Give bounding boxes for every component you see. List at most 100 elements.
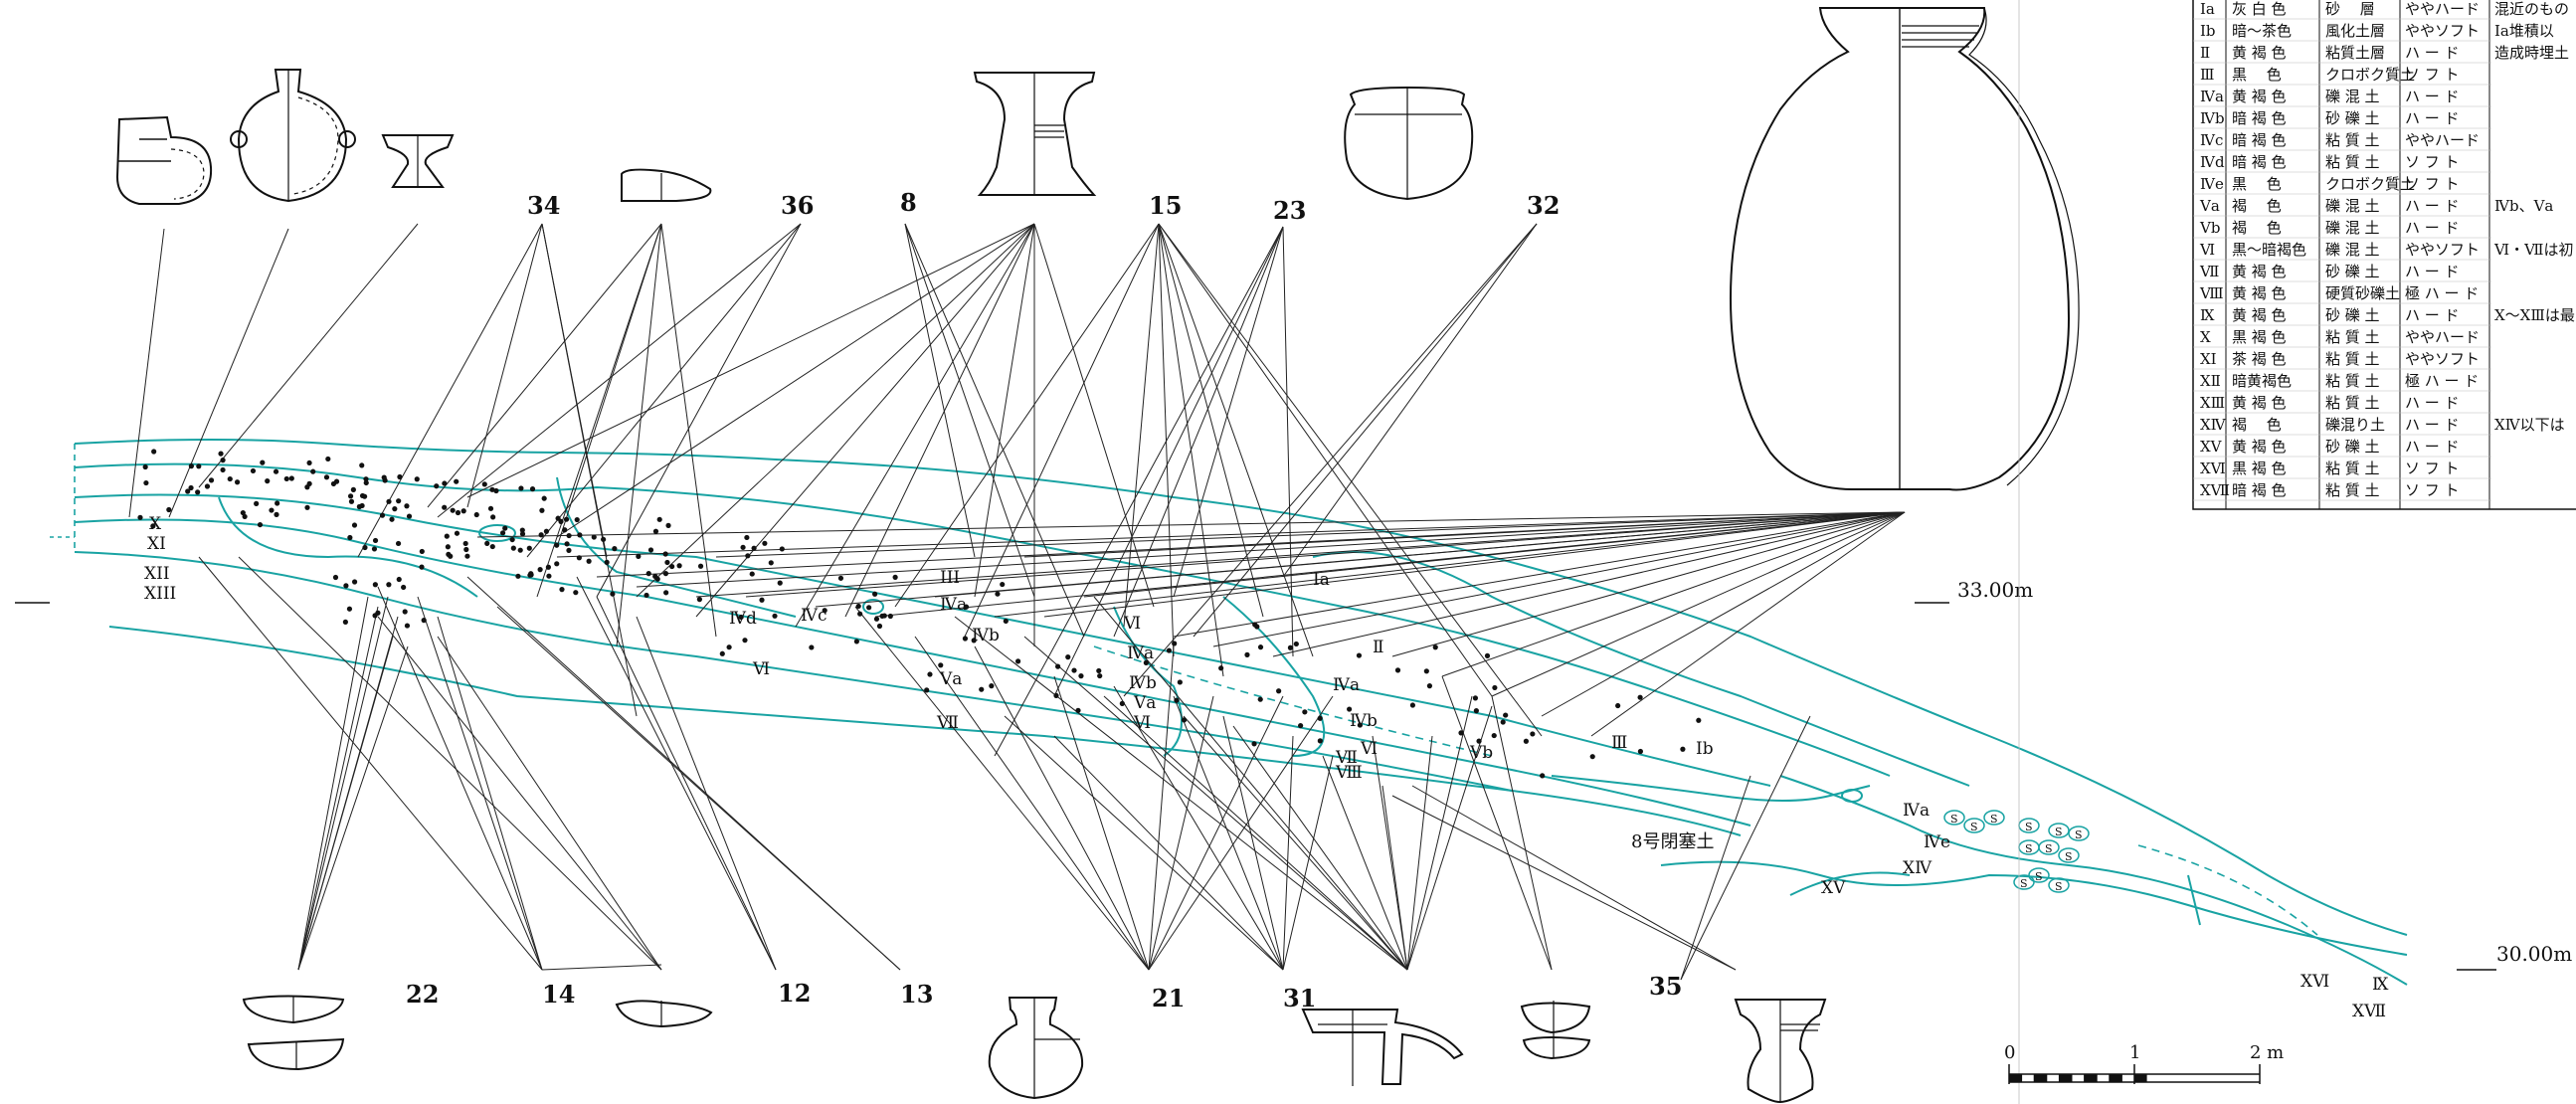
leader-line: [1406, 705, 1493, 971]
find-dot: [566, 532, 572, 539]
stone-marker: [1963, 818, 1985, 833]
leader-line: [198, 223, 419, 488]
leader-line: [1023, 636, 1408, 971]
find-dot: [442, 480, 448, 486]
leader-line: [496, 606, 901, 971]
find-dot: [269, 507, 275, 513]
find-dot: [563, 516, 570, 522]
vessel-bottom-5: [1520, 1001, 1591, 1060]
leader-line: [1173, 226, 1284, 598]
stone-s: S: [1950, 813, 1958, 826]
figure-number: 15: [1149, 191, 1182, 220]
leader-line: [297, 596, 369, 971]
find-dot: [962, 636, 969, 642]
table-cell: ハ ー ド: [2405, 197, 2460, 215]
find-dot: [1166, 647, 1173, 653]
table-cell: 砂 礫 土: [2325, 438, 2380, 456]
find-dot: [663, 590, 669, 596]
layer-label-ivd: Ⅳd: [729, 609, 757, 629]
leader-line: [541, 223, 638, 717]
find-dot: [386, 582, 392, 588]
table-cell: 礫 混 土: [2325, 88, 2380, 105]
find-dot: [762, 540, 768, 546]
table-cell: 風化土層: [2325, 22, 2385, 40]
layer-label-vi-b: Ⅵ: [1123, 614, 1141, 634]
find-dot: [348, 498, 355, 504]
find-dot: [853, 639, 859, 644]
table-cell: ややソフト: [2405, 350, 2480, 368]
table-cell: Ⅲ: [2200, 66, 2214, 84]
find-dot: [220, 458, 226, 463]
table-cell: ソ フ ト: [2405, 175, 2460, 193]
leader-line: [297, 606, 379, 971]
find-dot: [1530, 731, 1536, 737]
leader-line: [377, 616, 662, 971]
leader-line: [1033, 223, 1155, 608]
leader-line: [1158, 223, 1314, 657]
elevation-markers: 33.00m 30.00m: [15, 0, 2572, 1104]
find-dot: [242, 513, 248, 520]
leader-line: [1053, 675, 1150, 971]
find-dot: [306, 460, 312, 466]
table-cell: 粘 質 土: [2325, 131, 2380, 149]
layer-label-vi-d: Ⅵ: [1360, 739, 1378, 759]
leader-line: [437, 636, 662, 971]
find-dot: [857, 611, 863, 617]
find-dot: [372, 582, 378, 588]
table-cell: Ⅰb: [2200, 22, 2216, 40]
table-cell: ハ ー ド: [2405, 88, 2460, 105]
find-dot: [751, 545, 757, 551]
table-cell: 褐 色: [2232, 197, 2282, 215]
table-cell: 黄 褐 色: [2232, 284, 2287, 302]
leader-line: [1590, 511, 1906, 737]
find-dot: [234, 479, 241, 485]
leader-line: [1093, 596, 1408, 971]
find-dot: [669, 563, 675, 570]
leader-line: [1103, 695, 1408, 971]
leader-line: [437, 616, 543, 971]
find-dot: [484, 540, 490, 546]
layer-label-iii: III: [940, 568, 960, 588]
table-cell: クロボク質土: [2325, 66, 2415, 84]
figure-number: 14: [542, 980, 575, 1009]
table-cell: ⅩⅣ: [2200, 416, 2227, 434]
find-dot: [265, 478, 271, 484]
find-dot: [371, 546, 378, 552]
find-dot: [1615, 702, 1621, 709]
leader-line: [1148, 695, 1214, 971]
find-dot: [1174, 697, 1180, 703]
figure-number: 36: [781, 191, 814, 220]
leader-line: [297, 645, 409, 971]
stone-s: S: [2065, 850, 2073, 863]
find-dot: [283, 475, 289, 482]
layer-label-va: Ⅴa: [939, 669, 962, 689]
table-cell: 粘 質 土: [2325, 350, 2380, 368]
find-dot: [1251, 741, 1257, 747]
find-dot: [204, 483, 211, 489]
find-dot: [555, 515, 561, 521]
table-cell: 粘 質 土: [2325, 372, 2380, 390]
find-dot: [499, 530, 506, 536]
find-dot: [218, 451, 224, 457]
find-dot: [445, 544, 451, 550]
find-dot: [662, 571, 669, 577]
table-cell: 粘 質 土: [2325, 481, 2380, 499]
find-dot: [1347, 706, 1353, 712]
stone-s: S: [2035, 870, 2043, 883]
find-dot: [404, 503, 410, 509]
leader-line: [427, 223, 662, 508]
leader-line: [417, 596, 543, 971]
find-dot: [1473, 708, 1479, 714]
find-dot: [1096, 667, 1102, 674]
find-dot: [406, 513, 413, 519]
find-dot: [518, 485, 524, 491]
find-dot: [421, 618, 427, 624]
find-dot: [1491, 732, 1497, 739]
layer-label-x: X: [149, 514, 162, 534]
find-dot: [1172, 641, 1178, 646]
layer-label-iva-d: Ⅳa: [1903, 801, 1930, 821]
find-dot: [362, 544, 368, 551]
table-cell: 黄 褐 色: [2232, 394, 2287, 412]
